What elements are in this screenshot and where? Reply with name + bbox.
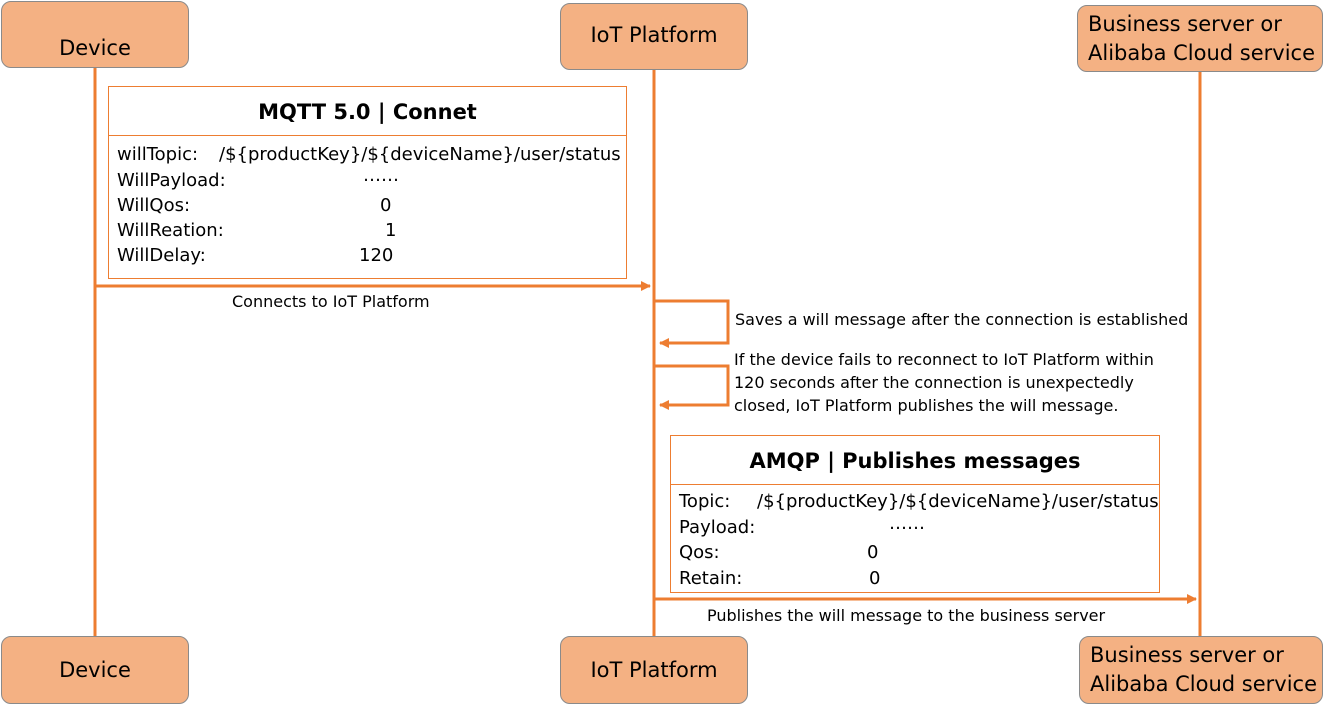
mqtt-row-label: WillQos: (117, 195, 191, 216)
mqtt-row-label: WillPayload: (117, 170, 226, 191)
mqtt-frame-divider (109, 135, 626, 136)
save-will-self-arrow (654, 299, 730, 348)
amqp-row-value: /${productKey}/${deviceName}/user/status (757, 491, 1159, 512)
mqtt-connect-frame: MQTT 5.0 | Connet willTopic: /${productK… (108, 86, 627, 279)
platform-actor-bottom-label: IoT Platform (590, 657, 718, 682)
device-actor-bottom-label: Device (59, 657, 131, 682)
mqtt-row-label: willTopic: (117, 144, 199, 165)
amqp-row-value: …… (889, 513, 925, 534)
platform-actor-top: IoT Platform (560, 3, 748, 70)
reconnect-message-line3: closed, IoT Platform publishes the will … (734, 396, 1119, 415)
reconnect-message-line1: If the device fails to reconnect to IoT … (734, 350, 1154, 369)
mqtt-row-value: 120 (359, 245, 394, 266)
platform-actor-bottom: IoT Platform (560, 636, 748, 704)
device-actor-bottom: Device (1, 636, 189, 704)
amqp-row-label: Payload: (679, 517, 756, 538)
amqp-frame-divider (671, 484, 1159, 485)
server-actor-bottom-line2: Alibaba Cloud service (1090, 672, 1317, 696)
amqp-row-value: 0 (869, 568, 881, 589)
amqp-frame-title: AMQP | Publishes messages (749, 449, 1081, 473)
reconnect-self-arrow (654, 364, 730, 410)
amqp-row-label: Retain: (679, 568, 743, 589)
connect-message-label: Connects to IoT Platform (232, 292, 430, 311)
save-will-message-label: Saves a will message after the connectio… (735, 310, 1189, 329)
server-actor-top-line1: Business server or (1088, 11, 1282, 36)
server-actor-bottom: Business server or Alibaba Cloud service (1079, 636, 1323, 704)
mqtt-row-value: 1 (385, 220, 397, 241)
mqtt-row-label: WillReation: (117, 220, 224, 241)
device-actor-top-label: Device (59, 36, 131, 60)
mqtt-row-value: 0 (380, 195, 392, 216)
publish-message-label: Publishes the will message to the busine… (707, 606, 1106, 625)
mqtt-frame-title: MQTT 5.0 | Connet (258, 100, 477, 124)
amqp-row-value: 0 (867, 542, 879, 563)
amqp-row-label: Topic: (679, 491, 731, 512)
device-actor-top: Device (1, 1, 189, 68)
platform-actor-top-label: IoT Platform (590, 23, 718, 47)
mqtt-row-value: /${productKey}/${deviceName}/user/status (219, 144, 621, 165)
server-actor-top-line2: Alibaba Cloud service (1088, 40, 1315, 65)
reconnect-message-line2: 120 seconds after the connection is unex… (734, 373, 1134, 392)
mqtt-row-value: …… (363, 165, 399, 186)
amqp-row-label: Qos: (679, 542, 720, 563)
amqp-publish-frame: AMQP | Publishes messages Topic: /${prod… (670, 435, 1160, 593)
mqtt-row-label: WillDelay: (117, 245, 206, 266)
server-actor-bottom-line1: Business server or (1090, 643, 1284, 667)
server-actor-top: Business server or Alibaba Cloud service (1077, 5, 1323, 72)
